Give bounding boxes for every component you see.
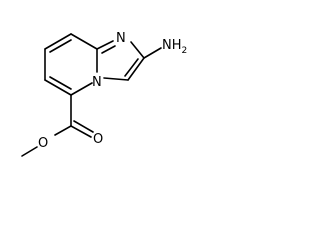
- bond-c2-c3-double: [124, 58, 139, 77]
- bond-c3-n4: [103, 77, 129, 81]
- bond-c8a-c8: [70, 33, 98, 50]
- molecule-structure: N N NH2 O O: [21, 31, 187, 157]
- structure-canvas: N N NH2 O O: [0, 0, 202, 188]
- atom-o-carbonyl: O: [93, 132, 103, 147]
- atom-nh2: NH2: [162, 38, 187, 56]
- atom-n-bridgehead: N: [92, 75, 102, 90]
- bond-c6-c5: [44, 79, 72, 96]
- bond-ccarbonyl-o-double-a: [70, 125, 92, 138]
- bond-c2-nh2: [143, 47, 162, 59]
- atom-n-imine: N: [116, 31, 126, 46]
- atom-nh2-subscript: 2: [182, 46, 188, 56]
- bond-c6-c5-double: [49, 76, 72, 90]
- bond-ccarbonyl-o-double-b: [73, 120, 94, 133]
- bond-o-ester-methyl: [21, 146, 38, 157]
- bond-ccarbonyl-o-ester: [54, 125, 72, 136]
- bond-c8a-n1-double: [101, 45, 116, 54]
- bond-c8a-n1: [96, 40, 114, 50]
- bond-c8-c7-double: [49, 39, 72, 53]
- bond-n1-c2: [130, 41, 145, 59]
- bond-c8-c7: [44, 33, 72, 50]
- bond-c2-c3: [127, 57, 145, 81]
- atom-o-ester: O: [38, 136, 48, 151]
- bond-c5-n4: [70, 82, 93, 96]
